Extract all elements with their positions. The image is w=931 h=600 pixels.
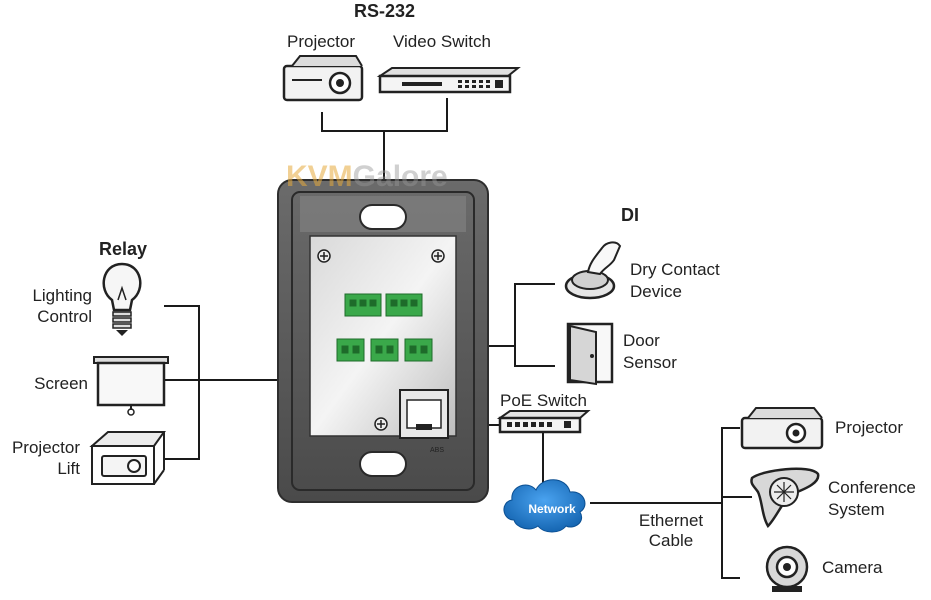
rs232-heading: RS-232 bbox=[354, 1, 416, 21]
camera-icon bbox=[765, 545, 809, 592]
poe-switch-icon bbox=[496, 410, 591, 434]
rs232-projector-label: Projector bbox=[287, 32, 356, 51]
conference-system-label-line1: Conference bbox=[828, 478, 916, 497]
light-bulb-icon bbox=[102, 262, 142, 336]
video-switch-label: Video Switch bbox=[393, 32, 491, 51]
dry-contact-button-icon bbox=[564, 241, 622, 300]
device-bracket-line bbox=[721, 427, 740, 579]
ethernet-cable-label-line1: Ethernet bbox=[638, 511, 704, 530]
screen-label: Screen bbox=[34, 374, 88, 393]
projector-lift-label-line2: Lift bbox=[57, 459, 80, 478]
relay-heading: Relay bbox=[99, 239, 148, 259]
net-projector-label: Projector bbox=[835, 418, 904, 437]
conference-system-label-line2: System bbox=[828, 500, 885, 519]
wall-panel: ABS bbox=[277, 179, 489, 503]
network-cloud-label: Network bbox=[528, 502, 576, 516]
net-projector-icon bbox=[740, 407, 824, 450]
ethernet-port bbox=[399, 389, 449, 439]
projector-lift-icon bbox=[89, 431, 166, 485]
relay-di-terminals bbox=[336, 338, 433, 362]
conference-system-icon bbox=[750, 467, 820, 529]
dry-contact-label-line1: Dry Contact bbox=[630, 260, 720, 279]
di-heading: DI bbox=[621, 205, 639, 225]
door-sensor-icon bbox=[566, 322, 614, 386]
di-bracket-line bbox=[514, 283, 555, 367]
ethernet-cable-label-line2: Cable bbox=[648, 531, 694, 550]
abs-mark: ABS bbox=[430, 447, 444, 454]
camera-label: Camera bbox=[822, 558, 883, 577]
projector-lift-label-line1: Projector bbox=[11, 438, 80, 457]
poe-switch-label: PoE Switch bbox=[500, 391, 587, 410]
rs232-bracket-line bbox=[321, 98, 448, 132]
door-sensor-label-line2: Sensor bbox=[623, 353, 677, 372]
lighting-label-line2: Control bbox=[37, 307, 92, 326]
rs232-terminals bbox=[344, 293, 423, 317]
door-sensor-label-line1: Door bbox=[623, 331, 660, 350]
dry-contact-label-line2: Device bbox=[630, 282, 682, 301]
relay-lighting-line bbox=[164, 305, 200, 460]
lighting-label-line1: Lighting bbox=[32, 286, 92, 305]
projection-screen-icon bbox=[93, 356, 169, 416]
watermark: KVMGalore bbox=[286, 160, 448, 193]
video-switch-icon bbox=[376, 67, 521, 94]
rs232-projector-icon bbox=[282, 55, 364, 102]
panel-screws bbox=[317, 249, 445, 431]
network-cloud-icon bbox=[503, 479, 586, 533]
